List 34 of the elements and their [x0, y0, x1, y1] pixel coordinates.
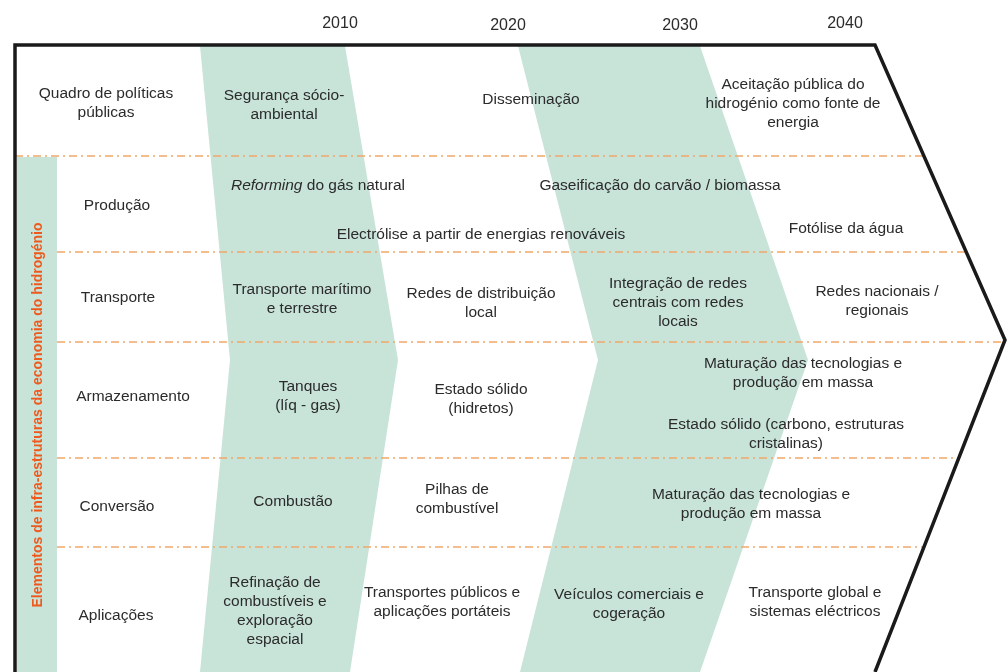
year-label: 2030: [662, 14, 698, 34]
year-label: 2040: [827, 12, 863, 32]
row-heading: Transporte: [80, 286, 156, 306]
roadmap-text: Disseminação: [482, 88, 580, 108]
year-label: 2020: [490, 14, 526, 34]
roadmap-text: Redes de distribuição local: [405, 283, 557, 321]
category-band: [17, 157, 57, 672]
row-heading: Produção: [83, 194, 151, 214]
roadmap-text: Refinação de combustíveis e exploração espacial: [222, 572, 328, 648]
roadmap-text: Veículos comerciais e cogeração: [553, 584, 705, 622]
roadmap-text: Fotólise da água: [788, 217, 904, 237]
roadmap-text: Estado sólido (hidretos): [433, 379, 529, 417]
row-heading: Aplicações: [78, 604, 154, 624]
roadmap-text: Segurança sócio-ambiental: [222, 85, 346, 123]
roadmap-text: Maturação das tecnologias e produção em massa: [650, 484, 852, 522]
roadmap-text: Pilhas de combustível: [414, 479, 500, 517]
year-label: 2010: [322, 12, 358, 32]
row-heading: Quadro de políticas públicas: [37, 83, 175, 121]
roadmap-text: Transporte global e sistemas eléctricos: [747, 582, 883, 620]
roadmap-text: Redes nacionais / regionais: [814, 281, 940, 319]
roadmap-text: Integração de redes centrais com redes locais: [608, 272, 748, 330]
vertical-heading: Elementos de infra-estruturas da economia do hidrogénio: [29, 221, 45, 608]
roadmap-text: Transporte marítimo e terrestre: [232, 279, 372, 317]
roadmap-text: Reforming do gás natural: [231, 174, 405, 194]
roadmap-text: Tanques (líq - gas): [274, 376, 342, 414]
roadmap-text: Maturação das tecnologias e produção em massa: [702, 353, 904, 391]
roadmap-text: Gaseificação do carvão / biomassa: [539, 174, 781, 194]
row-heading: Armazenamento: [76, 385, 190, 405]
row-heading: Conversão: [79, 495, 155, 515]
roadmap-text: Estado sólido (carbono, estruturas cristalinas): [666, 414, 906, 452]
roadmap-text: Electrólise a partir de energias renováveis: [336, 223, 626, 243]
roadmap-text: Combustão: [253, 490, 333, 510]
roadmap-text: Aceitação pública do hidrogénio como fonte de energia: [704, 73, 882, 131]
roadmap-text: Transportes públicos e aplicações portáteis: [362, 582, 522, 620]
